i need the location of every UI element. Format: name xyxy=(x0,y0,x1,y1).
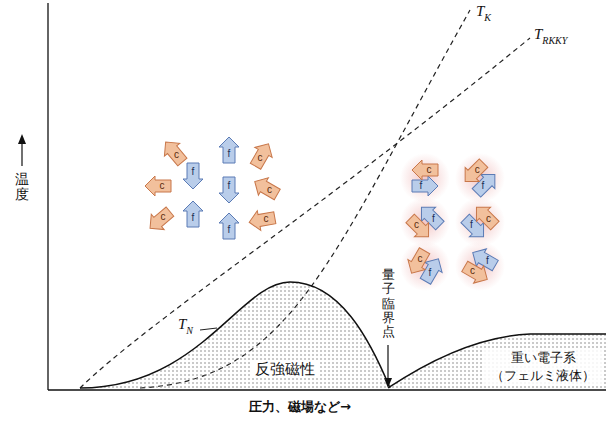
c-spin-arrow xyxy=(158,136,190,169)
spin-label: c xyxy=(263,214,268,224)
c-spin-arrow xyxy=(247,139,277,172)
f-spin-arrow xyxy=(183,163,203,189)
spin-label: c xyxy=(418,254,423,264)
spin-label: c xyxy=(470,266,475,276)
axis-label: 温度 xyxy=(15,172,29,203)
c-spin-arrow xyxy=(247,208,276,232)
spin-arrows xyxy=(144,136,505,291)
f-spin-arrow xyxy=(219,137,239,163)
c-spin-arrow xyxy=(469,200,502,233)
singlet-haze xyxy=(455,241,505,291)
singlet-haze xyxy=(455,197,505,247)
leader-line xyxy=(200,328,217,330)
c-spin-arrow xyxy=(458,156,491,189)
spin-label: f xyxy=(429,268,432,278)
spin-label: f xyxy=(192,167,195,177)
f-spin-arrow xyxy=(219,177,239,203)
critical-point-arrow xyxy=(387,345,388,380)
region-label: 重い電子系 （フェルミ液体） xyxy=(484,349,602,384)
spin-label: f xyxy=(470,220,473,230)
axis-label: 圧力、磁場など→ xyxy=(249,400,351,415)
spin-label: c xyxy=(258,153,263,163)
spin-label: c xyxy=(427,165,432,175)
spin-label: f xyxy=(486,256,489,266)
spin-label: f xyxy=(228,181,231,191)
spin-label: c xyxy=(174,150,179,160)
heavy-fermion-region: 重い電子系 （フェルミ液体） xyxy=(388,330,606,390)
c-spin-arrow xyxy=(144,204,177,236)
c-spin-arrow xyxy=(403,211,436,244)
curve-symbol: T xyxy=(178,316,186,333)
curve-subscript: N xyxy=(186,325,193,337)
f-spin-arrow xyxy=(219,213,239,239)
spin-label: f xyxy=(228,149,231,159)
spin-label: c xyxy=(414,220,419,230)
arrow-head xyxy=(18,134,26,144)
f-spin-arrow xyxy=(412,176,438,196)
spin-label: c xyxy=(475,165,480,175)
spin-label: c xyxy=(486,214,491,224)
region-label: 反強磁性 xyxy=(252,360,318,378)
phase-boundary xyxy=(80,282,390,388)
f-spin-arrow xyxy=(183,201,203,227)
spin-label: f xyxy=(228,225,231,235)
region-outline xyxy=(80,278,392,390)
spin-label: f xyxy=(420,181,423,191)
singlet-haze xyxy=(400,197,450,247)
critical-point-label: 量子臨界点 xyxy=(382,268,395,339)
curve-symbol: T xyxy=(476,3,484,20)
c-spin-arrow xyxy=(403,246,433,279)
singlet-haze xyxy=(455,153,505,203)
spin-label: f xyxy=(432,214,435,224)
antiferromagnetic-region: 反強磁性 xyxy=(80,278,392,390)
phase-boundary xyxy=(388,334,606,388)
region-fill xyxy=(80,282,390,390)
curve-subscript: K xyxy=(484,12,491,24)
spin-label: f xyxy=(192,213,195,223)
c-spin-arrow xyxy=(412,160,438,180)
c-spin-arrow xyxy=(145,176,171,196)
temperature-arrow xyxy=(21,142,22,166)
temperature-axis xyxy=(47,3,48,390)
curve-subscript: RKKY xyxy=(542,35,567,47)
c-spin-arrow xyxy=(250,173,283,203)
region-fill xyxy=(388,334,606,390)
curve-symbol: T xyxy=(534,26,542,43)
singlet-haze xyxy=(400,153,450,203)
spin-label: f xyxy=(481,181,484,191)
singlet-haze xyxy=(400,241,450,291)
spin-label: c xyxy=(161,212,166,222)
spin-label: c xyxy=(267,185,272,195)
spin-label: c xyxy=(160,181,165,191)
